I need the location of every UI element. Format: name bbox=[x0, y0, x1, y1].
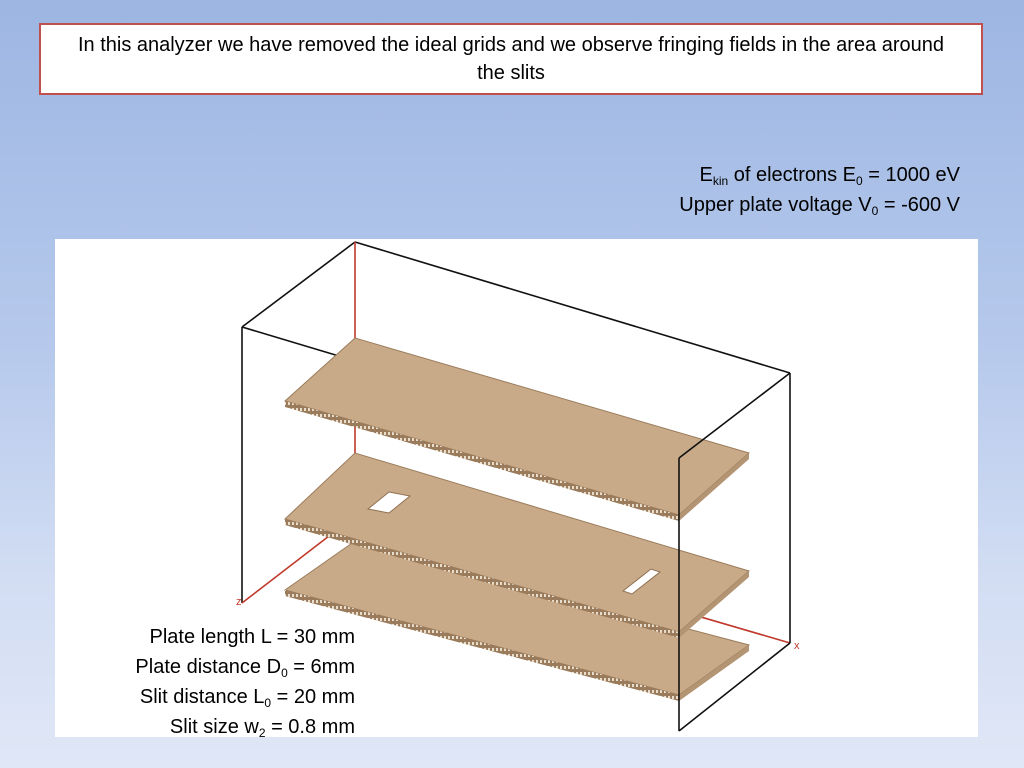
ekin-text: of electrons E bbox=[728, 164, 856, 186]
ekin-subscript: kin bbox=[712, 174, 729, 188]
slit-size-value: = 0.8 mm bbox=[265, 716, 355, 738]
box-front-edges bbox=[678, 372, 791, 732]
slit-size-text: Slit size w bbox=[169, 716, 259, 738]
plate-distance-text: Plate distance D bbox=[135, 656, 282, 678]
plate-distance-line: Plate distance D0 = 6mm bbox=[135, 652, 355, 682]
top-plate bbox=[283, 337, 751, 521]
parameters-block: Ekin of electrons E0 = 1000 eV Upper pla… bbox=[679, 160, 960, 220]
voltage-subscript: 0 bbox=[871, 204, 879, 218]
analyzer-diagram-panel: x z bbox=[55, 239, 978, 737]
slit-size-subscript: 2 bbox=[258, 726, 266, 740]
ekin-symbol: E bbox=[699, 164, 713, 186]
e0-subscript: 0 bbox=[856, 174, 863, 188]
voltage-line: Upper plate voltage V0 = -600 V bbox=[679, 190, 960, 220]
slit-distance-subscript: 0 bbox=[264, 696, 272, 710]
bottom-plate bbox=[283, 540, 751, 701]
exit-slit bbox=[621, 568, 662, 595]
voltage-value: = -600 V bbox=[878, 194, 960, 216]
plate-distance-value: = 6mm bbox=[287, 656, 355, 678]
slit-distance-text: Slit distance L bbox=[139, 686, 265, 708]
x-axis-label: x bbox=[794, 640, 800, 652]
slit-distance-line: Slit distance L0 = 20 mm bbox=[135, 682, 355, 712]
slit-distance-value: = 20 mm bbox=[271, 686, 355, 708]
plate-length-line: Plate length L = 30 mm bbox=[149, 626, 356, 648]
plate-distance-subscript: 0 bbox=[281, 666, 288, 680]
ekin-value: = 1000 eV bbox=[862, 164, 960, 186]
slit-size-line: Slit size w2 = 0.8 mm bbox=[135, 712, 355, 742]
specifications-block: Plate length L = 30 mm Plate distance D0… bbox=[135, 622, 355, 742]
analyzer-diagram: x z bbox=[236, 241, 800, 732]
entrance-slit bbox=[366, 491, 412, 514]
middle-plate bbox=[284, 452, 751, 638]
box-back-edges bbox=[241, 241, 791, 374]
z-axis-label: z bbox=[236, 596, 242, 608]
slide-title: In this analyzer we have removed the ide… bbox=[77, 34, 945, 84]
ekin-line: Ekin of electrons E0 = 1000 eV bbox=[679, 160, 960, 190]
voltage-text: Upper plate voltage V bbox=[679, 194, 872, 216]
title-box: In this analyzer we have removed the ide… bbox=[39, 23, 983, 95]
